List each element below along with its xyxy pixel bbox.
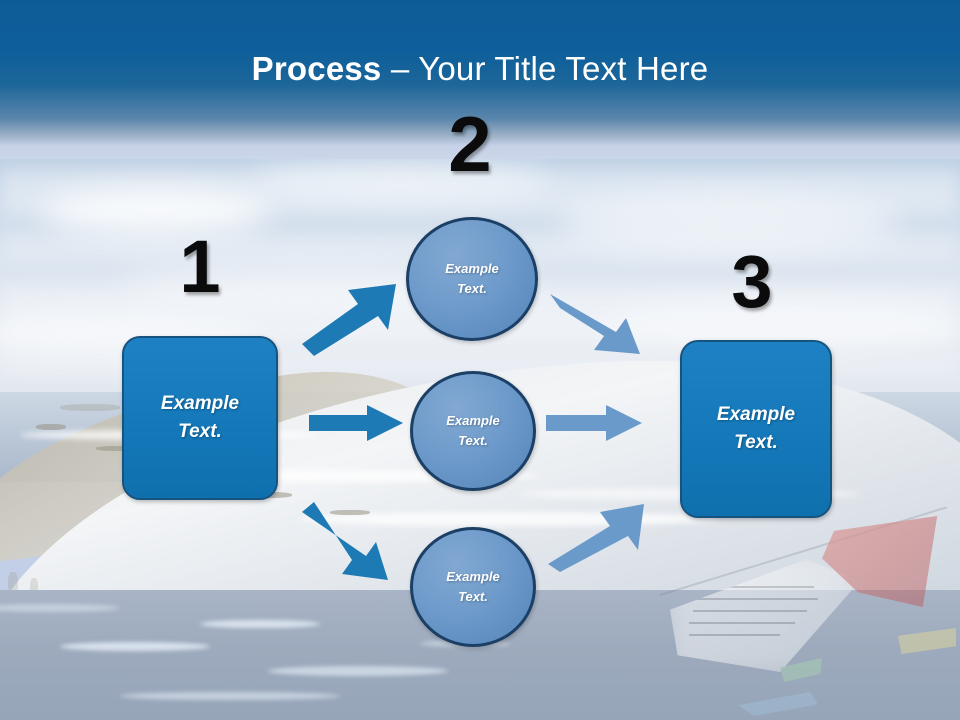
cloud-puff xyxy=(250,160,550,200)
circle-3-line-1: Example xyxy=(446,568,500,584)
arrow-input-to-circle-top[interactable] xyxy=(300,278,410,358)
ice-crack xyxy=(60,642,210,651)
process-output-box-label: Example Text. xyxy=(717,401,795,456)
output-box-line-1: Example xyxy=(716,404,796,426)
slide-header-band: Process – Your Title Text Here xyxy=(0,0,960,145)
input-box-line-1: Example xyxy=(160,393,240,415)
prayer-flag-white xyxy=(670,559,860,672)
process-circle-1[interactable]: Example Text. xyxy=(406,217,538,341)
arrow-circle-bottom-to-output[interactable] xyxy=(546,500,656,572)
process-circle-2-label: Example Text. xyxy=(446,411,499,451)
circle-2-line-2: Text. xyxy=(458,433,488,448)
rock-speck xyxy=(30,578,38,596)
cloud-puff xyxy=(40,188,270,236)
page-title: Process – Your Title Text Here xyxy=(0,50,960,88)
process-output-box[interactable]: Example Text. xyxy=(680,340,832,518)
ice-crack xyxy=(0,604,120,612)
process-circle-2[interactable]: Example Text. xyxy=(410,371,536,491)
circle-3-line-2: Text. xyxy=(458,589,488,604)
circle-2-line-1: Example xyxy=(446,412,500,428)
step-number-1: 1 xyxy=(179,225,221,308)
input-box-line-2: Text. xyxy=(178,421,222,442)
page-title-light: Your Title Text Here xyxy=(418,50,709,87)
circle-1-line-1: Example xyxy=(445,260,499,276)
step-number-3: 3 xyxy=(731,240,773,323)
page-title-separator: – xyxy=(381,50,419,87)
header-underline-band xyxy=(0,145,960,159)
process-input-box[interactable]: Example Text. xyxy=(122,336,278,500)
rock-speck xyxy=(330,510,370,515)
arrow-input-to-circle-bottom[interactable] xyxy=(300,500,410,582)
process-circle-1-label: Example Text. xyxy=(445,259,498,299)
page-title-bold: Process xyxy=(251,50,382,87)
rock-speck xyxy=(36,424,66,430)
step-number-2: 2 xyxy=(448,100,492,188)
prayer-flags xyxy=(659,506,960,720)
circle-1-line-2: Text. xyxy=(457,281,487,296)
process-circle-3-label: Example Text. xyxy=(446,567,499,607)
rock-speck xyxy=(8,572,18,594)
arrow-circle-top-to-output[interactable] xyxy=(548,288,660,360)
process-input-box-label: Example Text. xyxy=(161,390,239,445)
arrow-circle-middle-to-output[interactable] xyxy=(546,405,644,441)
ice-crack xyxy=(200,620,320,628)
process-circle-3[interactable]: Example Text. xyxy=(410,527,536,647)
arrow-input-to-circle-middle[interactable] xyxy=(309,405,405,441)
prayer-flag-red xyxy=(822,516,938,608)
rock-speck xyxy=(60,404,120,411)
rock-speck xyxy=(96,446,140,451)
prayer-flag-yellow xyxy=(898,628,956,654)
output-box-line-2: Text. xyxy=(734,432,778,453)
ice-crack xyxy=(268,666,448,676)
prayer-flag-blue xyxy=(738,692,818,716)
ice-crack xyxy=(120,692,340,700)
cloud-puff xyxy=(560,196,900,250)
